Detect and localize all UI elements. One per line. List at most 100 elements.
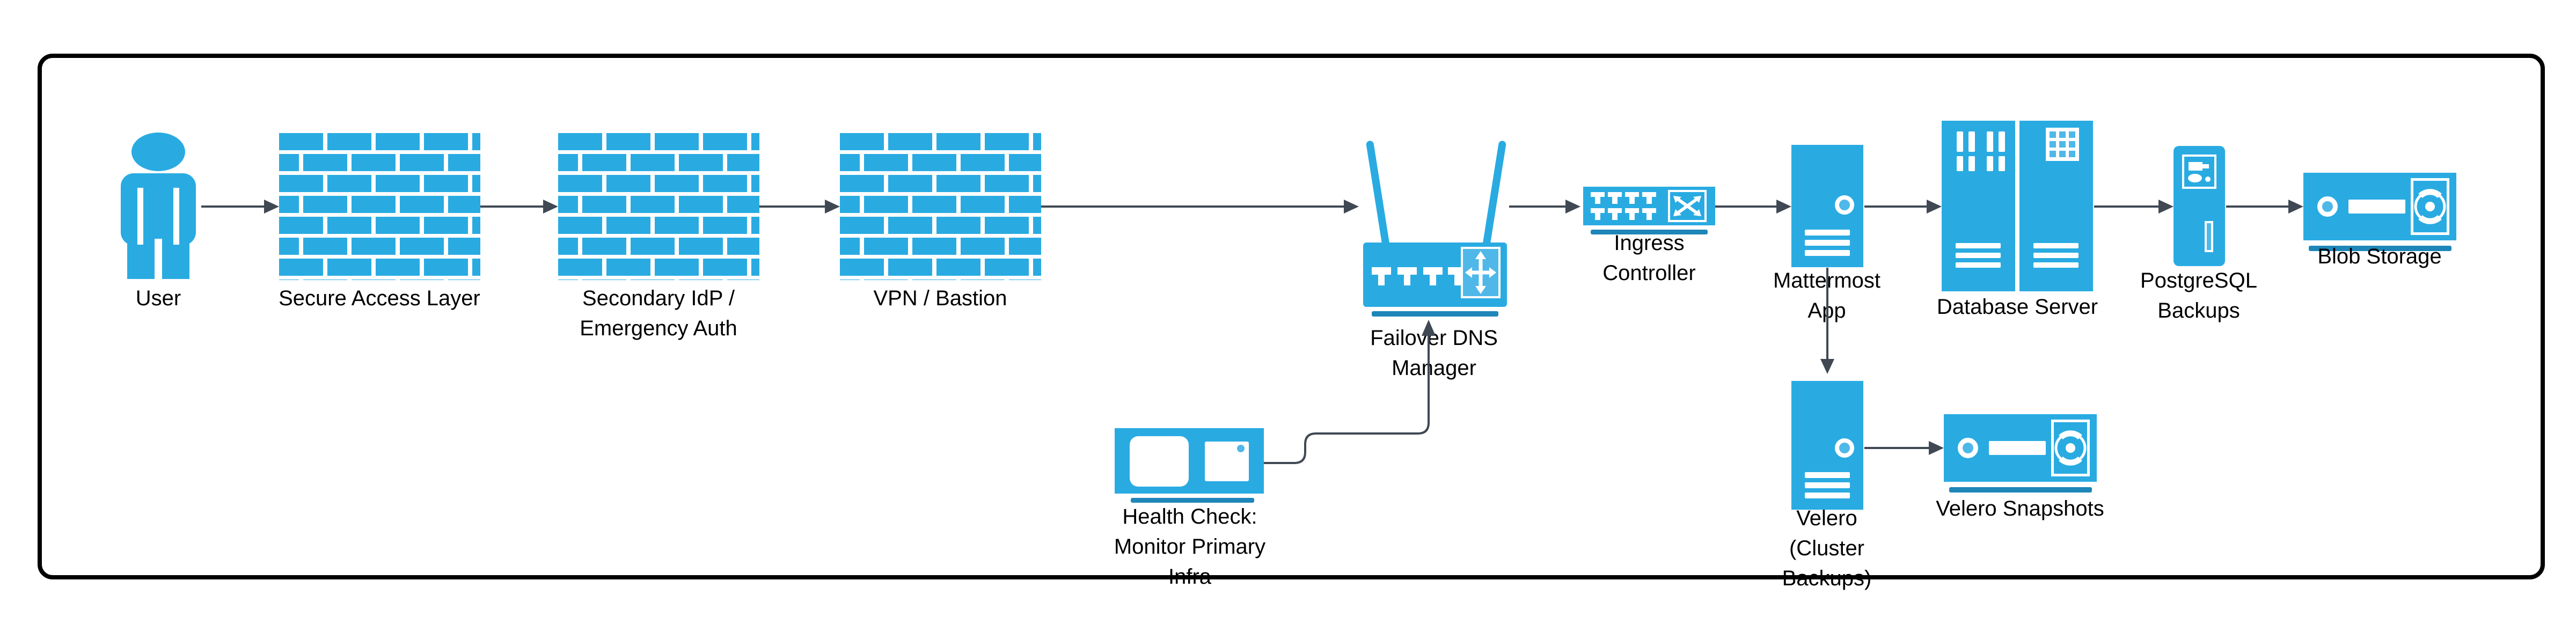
- node-velero-snapshots-label: Velero Snapshots: [1936, 497, 2104, 520]
- edge-idp-to-vpn: [759, 205, 825, 208]
- firewall-icon: [840, 133, 1041, 280]
- router-underbar: [1372, 311, 1498, 317]
- firewall-icon: [558, 133, 759, 280]
- node-failover-dns[interactable]: [1363, 139, 1508, 319]
- arrowhead-icon: [2158, 200, 2174, 214]
- node-blob-storage-label: Blob Storage: [2317, 245, 2442, 268]
- switch-port-icon: [1591, 208, 1605, 220]
- disc-icon: [2414, 189, 2446, 224]
- arrowhead-icon: [264, 200, 279, 214]
- edge-ingress-to-mattermost: [1715, 205, 1776, 208]
- storage-led-ring-icon: [1958, 438, 1978, 458]
- switch-port-icon: [1625, 192, 1639, 204]
- switch-port-icon: [1591, 192, 1605, 204]
- arrowhead-icon: [1929, 441, 1944, 455]
- disc-icon: [2054, 430, 2087, 466]
- router-port-icon: [1397, 267, 1417, 285]
- node-secure-access-layer[interactable]: [279, 133, 480, 280]
- monitor-icon: [1115, 428, 1264, 503]
- storage-led-ring-icon: [2317, 196, 2338, 217]
- tower-slot-icon: [2205, 221, 2213, 252]
- edge-vpn-to-dns: [1041, 205, 1344, 208]
- edge-healthcheck-to-dns: [1264, 320, 1436, 464]
- rack-slot: [1957, 131, 1963, 152]
- backup-tower-icon: [2174, 146, 2225, 266]
- tower-vent-bar: [1805, 472, 1850, 478]
- switch-x-box: [1668, 190, 1707, 222]
- wireless-router-icon: [1363, 139, 1508, 319]
- node-database-server[interactable]: [1942, 121, 2093, 291]
- node-user[interactable]: [115, 131, 201, 282]
- arrowhead-icon: [1820, 359, 1834, 374]
- rack-vent-bar: [2033, 253, 2079, 258]
- router-antenna-right-icon: [1482, 140, 1507, 248]
- switch-underbar: [1591, 230, 1708, 234]
- rack-slot: [1968, 156, 1975, 171]
- arrowhead-icon: [825, 200, 840, 214]
- edge-mattermost-to-velero: [1826, 268, 1828, 359]
- router-antenna-left-icon: [1365, 140, 1390, 248]
- switch-port-icon: [1608, 208, 1622, 220]
- node-vpn-bastion[interactable]: [840, 133, 1041, 280]
- router-port-icon: [1372, 267, 1391, 285]
- arrowhead-icon: [1422, 320, 1436, 336]
- node-database-server-label: Database Server: [1936, 295, 2098, 319]
- rack-vent-bar: [1956, 243, 2001, 248]
- arrowhead-icon: [1344, 200, 1359, 214]
- node-velero[interactable]: [1791, 381, 1863, 510]
- arrowhead-icon: [1565, 200, 1580, 214]
- edge-sal-to-idp: [480, 205, 543, 208]
- tower-vent-bar: [1805, 493, 1850, 498]
- node-health-check-label: Health Check: Monitor Primary Infra: [1114, 505, 1266, 589]
- edge-postgres-to-blob: [2226, 205, 2288, 208]
- switch-port-icon: [1642, 192, 1656, 204]
- switch-port-icon: [1642, 208, 1656, 220]
- node-vpn-bastion-label: VPN / Bastion: [873, 286, 1007, 310]
- tower-led-ring-icon: [1835, 438, 1854, 458]
- rack-vent-bar: [1956, 253, 2001, 258]
- storage-handle-bar: [1989, 441, 2046, 455]
- switch-port-icon: [1625, 208, 1639, 220]
- rack-slot: [1957, 156, 1963, 171]
- tower-server-icon: [1791, 381, 1863, 510]
- rack-vent-bar: [1956, 262, 2001, 268]
- crossover-arrows-icon: [1673, 196, 1701, 216]
- monitor-underbar: [1131, 498, 1254, 503]
- rack-slot: [1987, 131, 1993, 152]
- rack-vent-bar: [2033, 243, 2079, 248]
- storage-disc-box: [2411, 178, 2449, 235]
- storage-disc-box: [2051, 420, 2090, 476]
- firewall-icon: [279, 133, 480, 280]
- node-secondary-idp[interactable]: [558, 133, 759, 280]
- edge-db-to-postgres: [2094, 205, 2158, 208]
- node-velero-snapshots[interactable]: [1944, 414, 2097, 493]
- node-ingress-controller-label: Ingress Controller: [1602, 231, 1696, 285]
- storage-underbar: [2309, 246, 2451, 251]
- rack-slot: [1987, 156, 1993, 171]
- rack-slot: [1999, 131, 2005, 152]
- node-failover-dns-label: Failover DNS Manager: [1370, 326, 1498, 380]
- router-port-icon: [1423, 267, 1443, 285]
- rack-server-icon: [1942, 121, 2093, 291]
- node-secondary-idp-label: Secondary IdP / Emergency Auth: [580, 286, 737, 340]
- node-blob-storage[interactable]: [2303, 173, 2456, 251]
- edge-velero-to-snapshots: [1864, 447, 1929, 449]
- tower-vent-bar: [1805, 482, 1850, 488]
- node-user-label: User: [135, 286, 181, 310]
- rack-slot: [1999, 156, 2005, 171]
- node-postgresql-backups[interactable]: [2174, 146, 2225, 266]
- edge-mattermost-to-db: [1864, 205, 1927, 208]
- node-ingress-controller[interactable]: [1583, 187, 1715, 236]
- tower-vent-bar: [1805, 230, 1850, 236]
- node-health-check[interactable]: [1115, 428, 1264, 503]
- tower-server-icon: [1791, 145, 1863, 267]
- arrowhead-icon: [1927, 200, 1942, 214]
- disk-storage-icon: [2303, 173, 2456, 251]
- node-mattermost-app[interactable]: [1791, 145, 1863, 267]
- arrowhead-icon: [1776, 200, 1791, 214]
- switch-port-icon: [1608, 192, 1622, 204]
- monitor-screen-icon: [1130, 436, 1189, 487]
- disk-storage-icon: [1944, 414, 2097, 493]
- tower-led-ring-icon: [1835, 195, 1854, 215]
